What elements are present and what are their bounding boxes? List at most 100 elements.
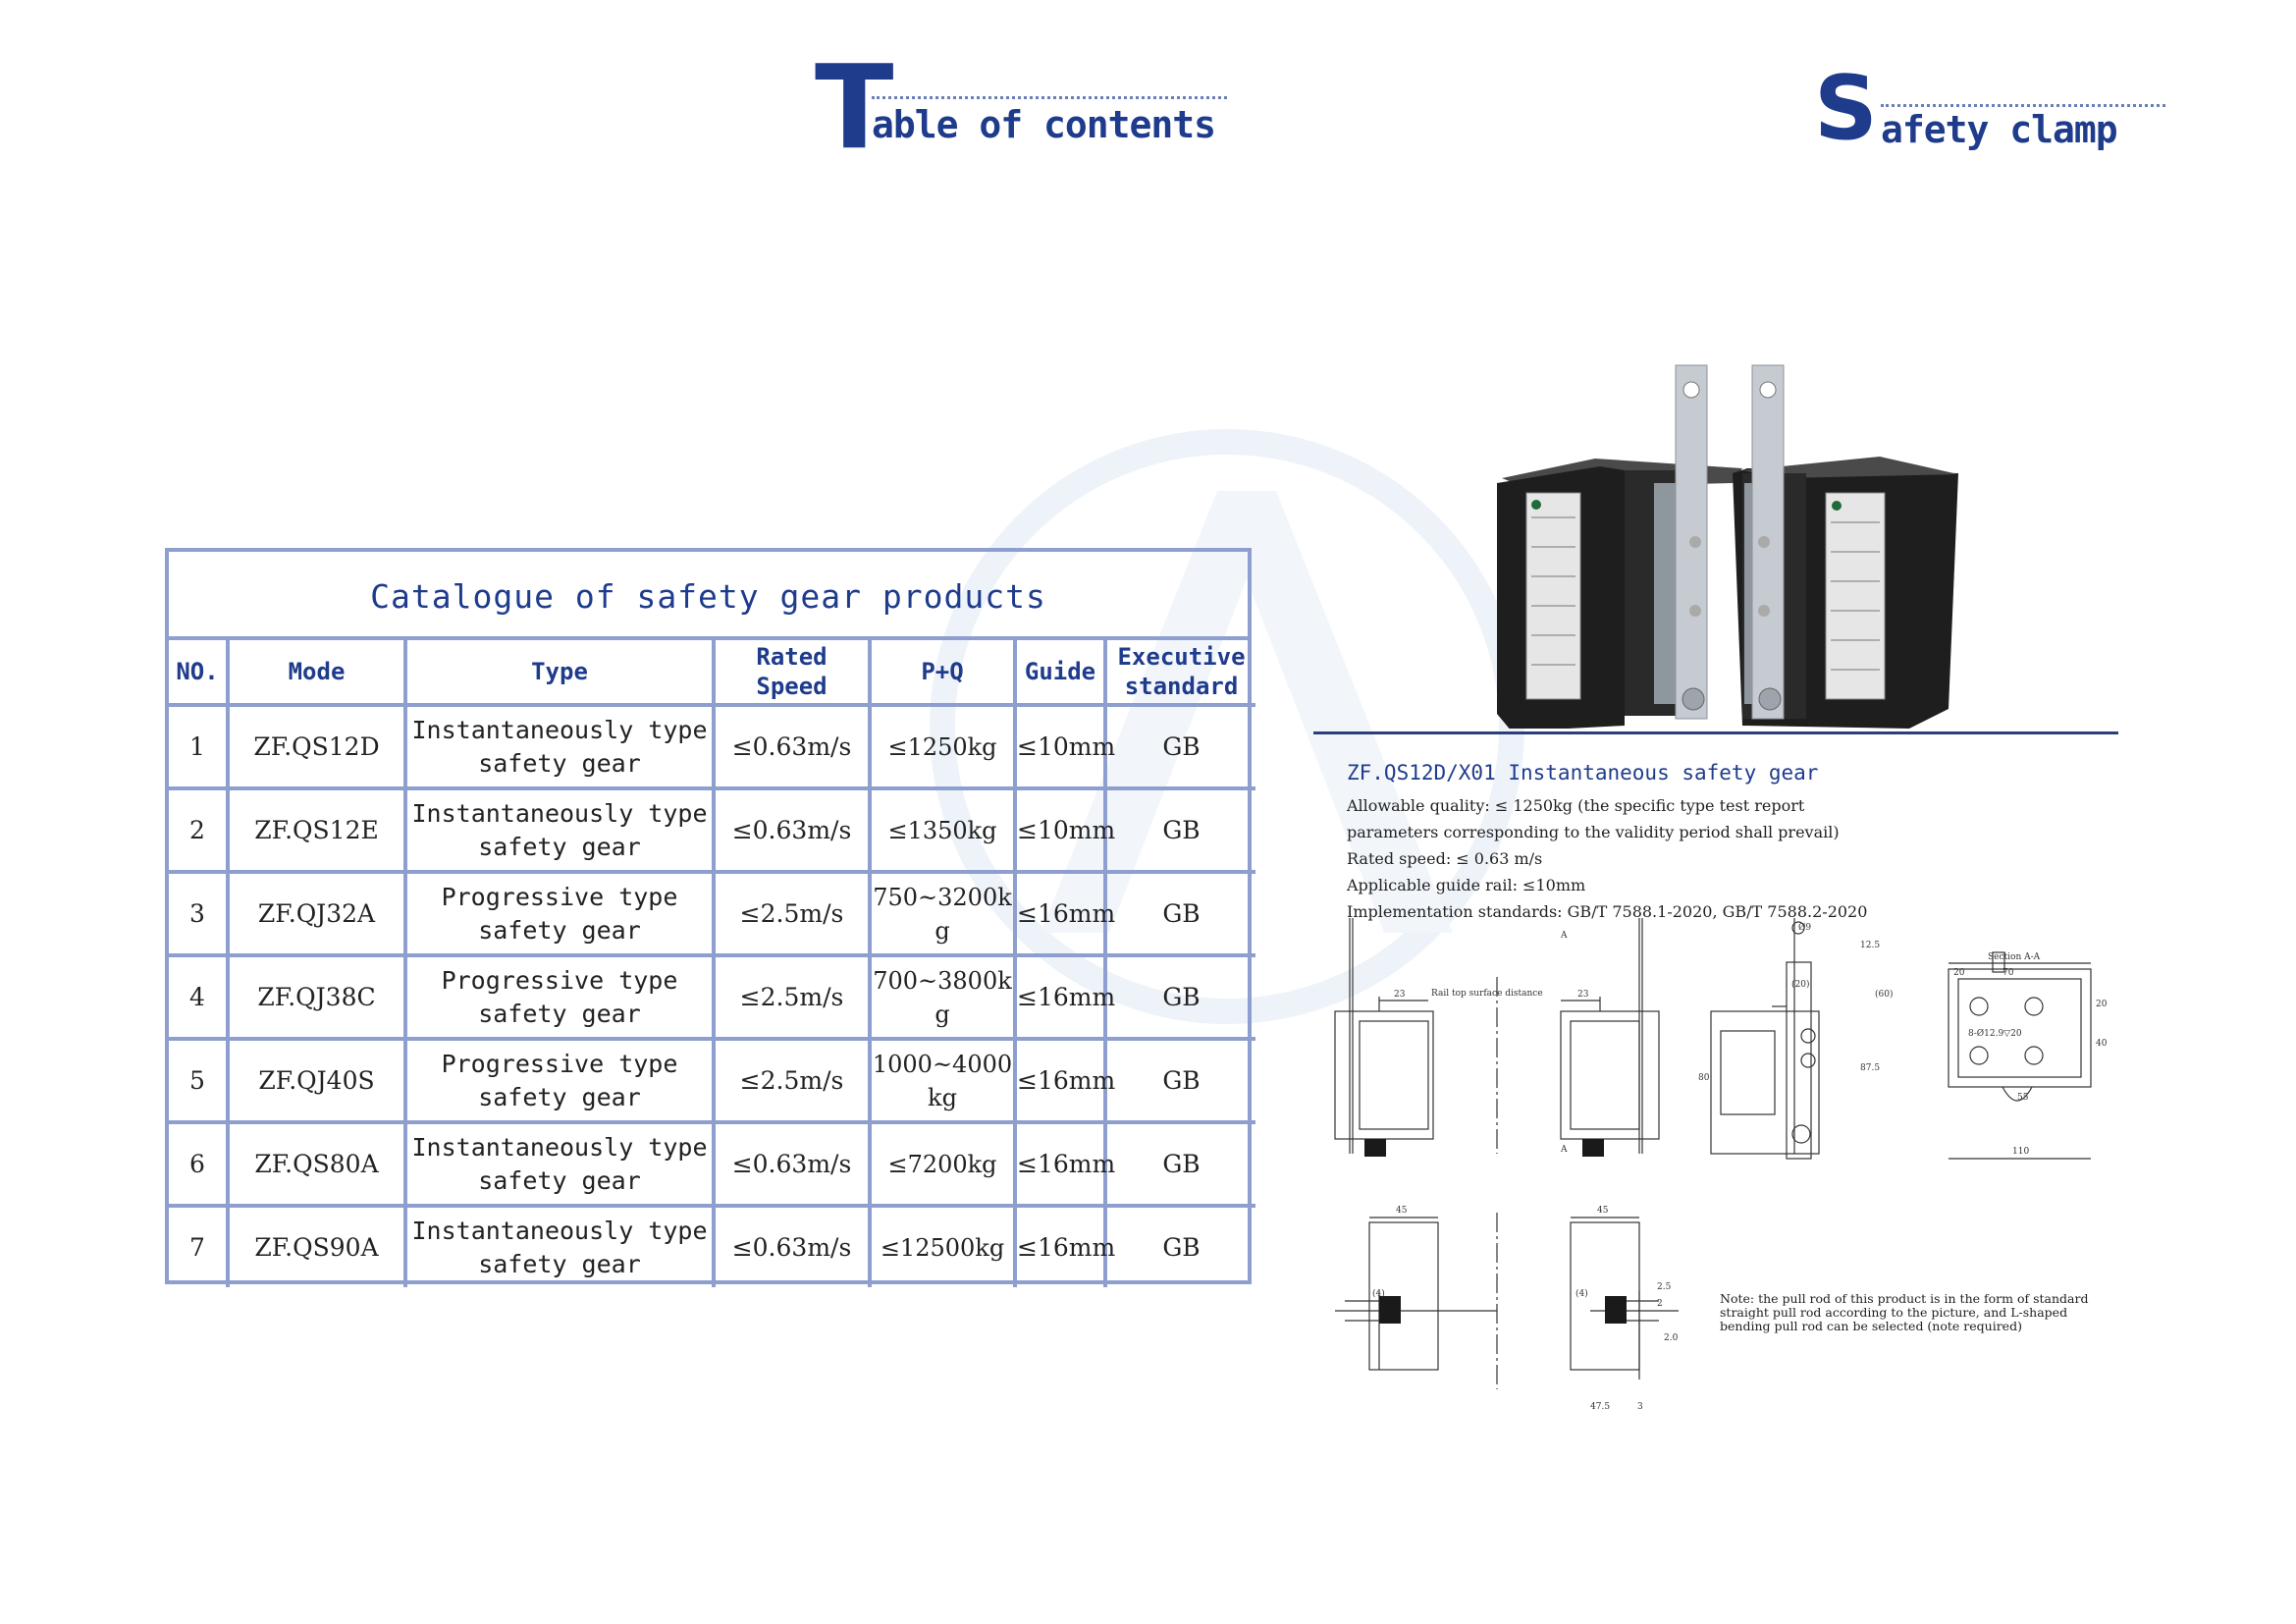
cell-mode: ZF.QS12E	[226, 786, 407, 874]
cell-type: Instantaneously type safety gear	[403, 703, 716, 790]
product-spec: ZF.QS12D/X01 Instantaneous safety gear A…	[1347, 761, 2132, 925]
cell-type: Progressive type safety gear	[403, 953, 716, 1041]
cell-no: 1	[169, 703, 230, 790]
cell-mode: ZF.QS90A	[226, 1204, 407, 1287]
table-row: 7 ZF.QS90A Instantaneously type safety g…	[169, 1204, 1255, 1287]
cell-standard: GB	[1103, 1037, 1255, 1124]
pull-rod-note: Note: the pull rod of this product is in…	[1720, 1291, 2089, 1333]
product-title: ZF.QS12D/X01 Instantaneous safety gear	[1347, 761, 1819, 785]
catalogue-table: Catalogue of safety gear products NO. Mo…	[165, 548, 1255, 1287]
cell-speed: ≤2.5m/s	[712, 953, 872, 1041]
drawing-label: 23	[1577, 990, 1589, 1000]
table-header-row: NO. Mode Type Rated Speed P+Q Guide Exec…	[169, 640, 1255, 707]
heading-dotted-line	[872, 96, 1227, 99]
drawing-label: (60)	[1875, 989, 1893, 1000]
cell-pq: 700~3800kg	[868, 953, 1017, 1041]
drawing-label: 45	[1597, 1206, 1609, 1216]
heading-text: afety clamp	[1881, 108, 2118, 151]
drawing-label: 8-Ø12.9▽20	[1968, 1028, 2022, 1039]
drawing-label: 70	[2002, 968, 2014, 978]
cell-guide: ≤10mm	[1013, 786, 1115, 874]
cell-guide: ≤16mm	[1013, 1037, 1115, 1124]
table-row: 6 ZF.QS80A Instantaneously type safety g…	[169, 1120, 1255, 1208]
table-row: 2 ZF.QS12E Instantaneously type safety g…	[169, 786, 1255, 874]
cell-speed: ≤2.5m/s	[712, 1037, 872, 1124]
cell-guide: ≤16mm	[1013, 1120, 1115, 1208]
drawing-label: Ø9	[1798, 922, 1811, 933]
table-row: 3 ZF.QJ32A Progressive type safety gear …	[169, 870, 1255, 957]
spec-line: Applicable guide rail: ≤10mm	[1347, 876, 1586, 894]
cell-no: 5	[169, 1037, 230, 1124]
cell-type: Progressive type safety gear	[403, 1037, 716, 1124]
drawing-label: 87.5	[1860, 1063, 1880, 1073]
cell-speed: ≤0.63m/s	[712, 1120, 872, 1208]
drawing-label: 20	[2096, 1000, 2108, 1009]
cell-standard: GB	[1103, 1120, 1255, 1208]
heading-dotted-line	[1881, 104, 2165, 107]
drawing-label: 55	[2017, 1093, 2029, 1103]
table-row: 5 ZF.QJ40S Progressive type safety gear …	[169, 1037, 1255, 1124]
safety-gear-product-image	[1497, 364, 1958, 729]
drawing-label: (4)	[1372, 1288, 1385, 1299]
cell-type: Instantaneously type safety gear	[403, 1204, 716, 1287]
cell-standard: GB	[1103, 703, 1255, 790]
drawing-label: 80	[1698, 1073, 1710, 1083]
cell-guide: ≤16mm	[1013, 1204, 1115, 1287]
cell-no: 2	[169, 786, 230, 874]
table-row: 1 ZF.QS12D Instantaneously type safety g…	[169, 703, 1255, 790]
cell-no: 7	[169, 1204, 230, 1287]
cell-pq: 1000~4000kg	[868, 1037, 1017, 1124]
drawing-label: 20	[1953, 968, 1965, 978]
cell-type: Progressive type safety gear	[403, 870, 716, 957]
spec-line: parameters corresponding to the validity…	[1347, 823, 1840, 841]
drawing-label: (20)	[1791, 979, 1809, 990]
cell-pq: ≤7200kg	[868, 1120, 1017, 1208]
header-guide: Guide	[1013, 640, 1107, 707]
drawing-label: (4)	[1575, 1288, 1588, 1299]
cell-type: Instantaneously type safety gear	[403, 1120, 716, 1208]
cell-pq: 750~3200kg	[868, 870, 1017, 957]
cell-guide: ≤16mm	[1013, 953, 1115, 1041]
drawing-label: 23	[1394, 990, 1406, 1000]
cell-mode: ZF.QS12D	[226, 703, 407, 790]
table-of-contents-heading: T able of contents	[815, 49, 1227, 167]
section-divider	[1313, 731, 2118, 734]
cell-standard: GB	[1103, 953, 1255, 1041]
header-rated-speed: Rated Speed	[712, 640, 872, 707]
cell-mode: ZF.QJ38C	[226, 953, 407, 1041]
safety-clamp-heading: S afety clamp	[1814, 65, 2167, 183]
drawing-label: A	[1560, 1145, 1568, 1155]
drawing-label: 2.0	[1664, 1333, 1679, 1343]
technical-drawings: Rail top surface distance A A 23 23 Ø9 1…	[1334, 918, 2108, 1412]
drawing-label: 2	[1657, 1299, 1663, 1309]
drawing-label: 45	[1396, 1206, 1408, 1216]
spec-line: Allowable quality: ≤ 1250kg (the specifi…	[1347, 796, 1805, 815]
header-no: NO.	[169, 640, 230, 707]
cell-speed: ≤0.63m/s	[712, 703, 872, 790]
cell-type: Instantaneously type safety gear	[403, 786, 716, 874]
spec-line: Implementation standards: GB/T 7588.1-20…	[1347, 902, 1868, 921]
spec-line: Rated speed: ≤ 0.63 m/s	[1347, 849, 1543, 868]
header-type: Type	[403, 640, 716, 707]
header-pq: P+Q	[868, 640, 1017, 707]
products-table: NO. Mode Type Rated Speed P+Q Guide Exec…	[169, 640, 1255, 1287]
cell-mode: ZF.QS80A	[226, 1120, 407, 1208]
cell-no: 6	[169, 1120, 230, 1208]
drawing-label: A	[1560, 931, 1568, 941]
cell-speed: ≤0.63m/s	[712, 1204, 872, 1287]
drawing-label: 40	[2096, 1039, 2108, 1049]
drawing-label: Rail top surface distance	[1431, 989, 1543, 999]
cell-standard: GB	[1103, 870, 1255, 957]
drawing-label: 12.5	[1860, 941, 1880, 950]
cell-standard: GB	[1103, 786, 1255, 874]
header-mode: Mode	[226, 640, 407, 707]
cell-pq: ≤12500kg	[868, 1204, 1017, 1287]
cell-guide: ≤16mm	[1013, 870, 1115, 957]
catalogue-title: Catalogue of safety gear products	[169, 552, 1248, 640]
drawing-label: 2.5	[1657, 1282, 1672, 1292]
drawing-label: 47.5	[1590, 1402, 1610, 1412]
cell-mode: ZF.QJ32A	[226, 870, 407, 957]
cell-speed: ≤0.63m/s	[712, 786, 872, 874]
cell-speed: ≤2.5m/s	[712, 870, 872, 957]
drawing-label: 110	[2012, 1147, 2029, 1157]
